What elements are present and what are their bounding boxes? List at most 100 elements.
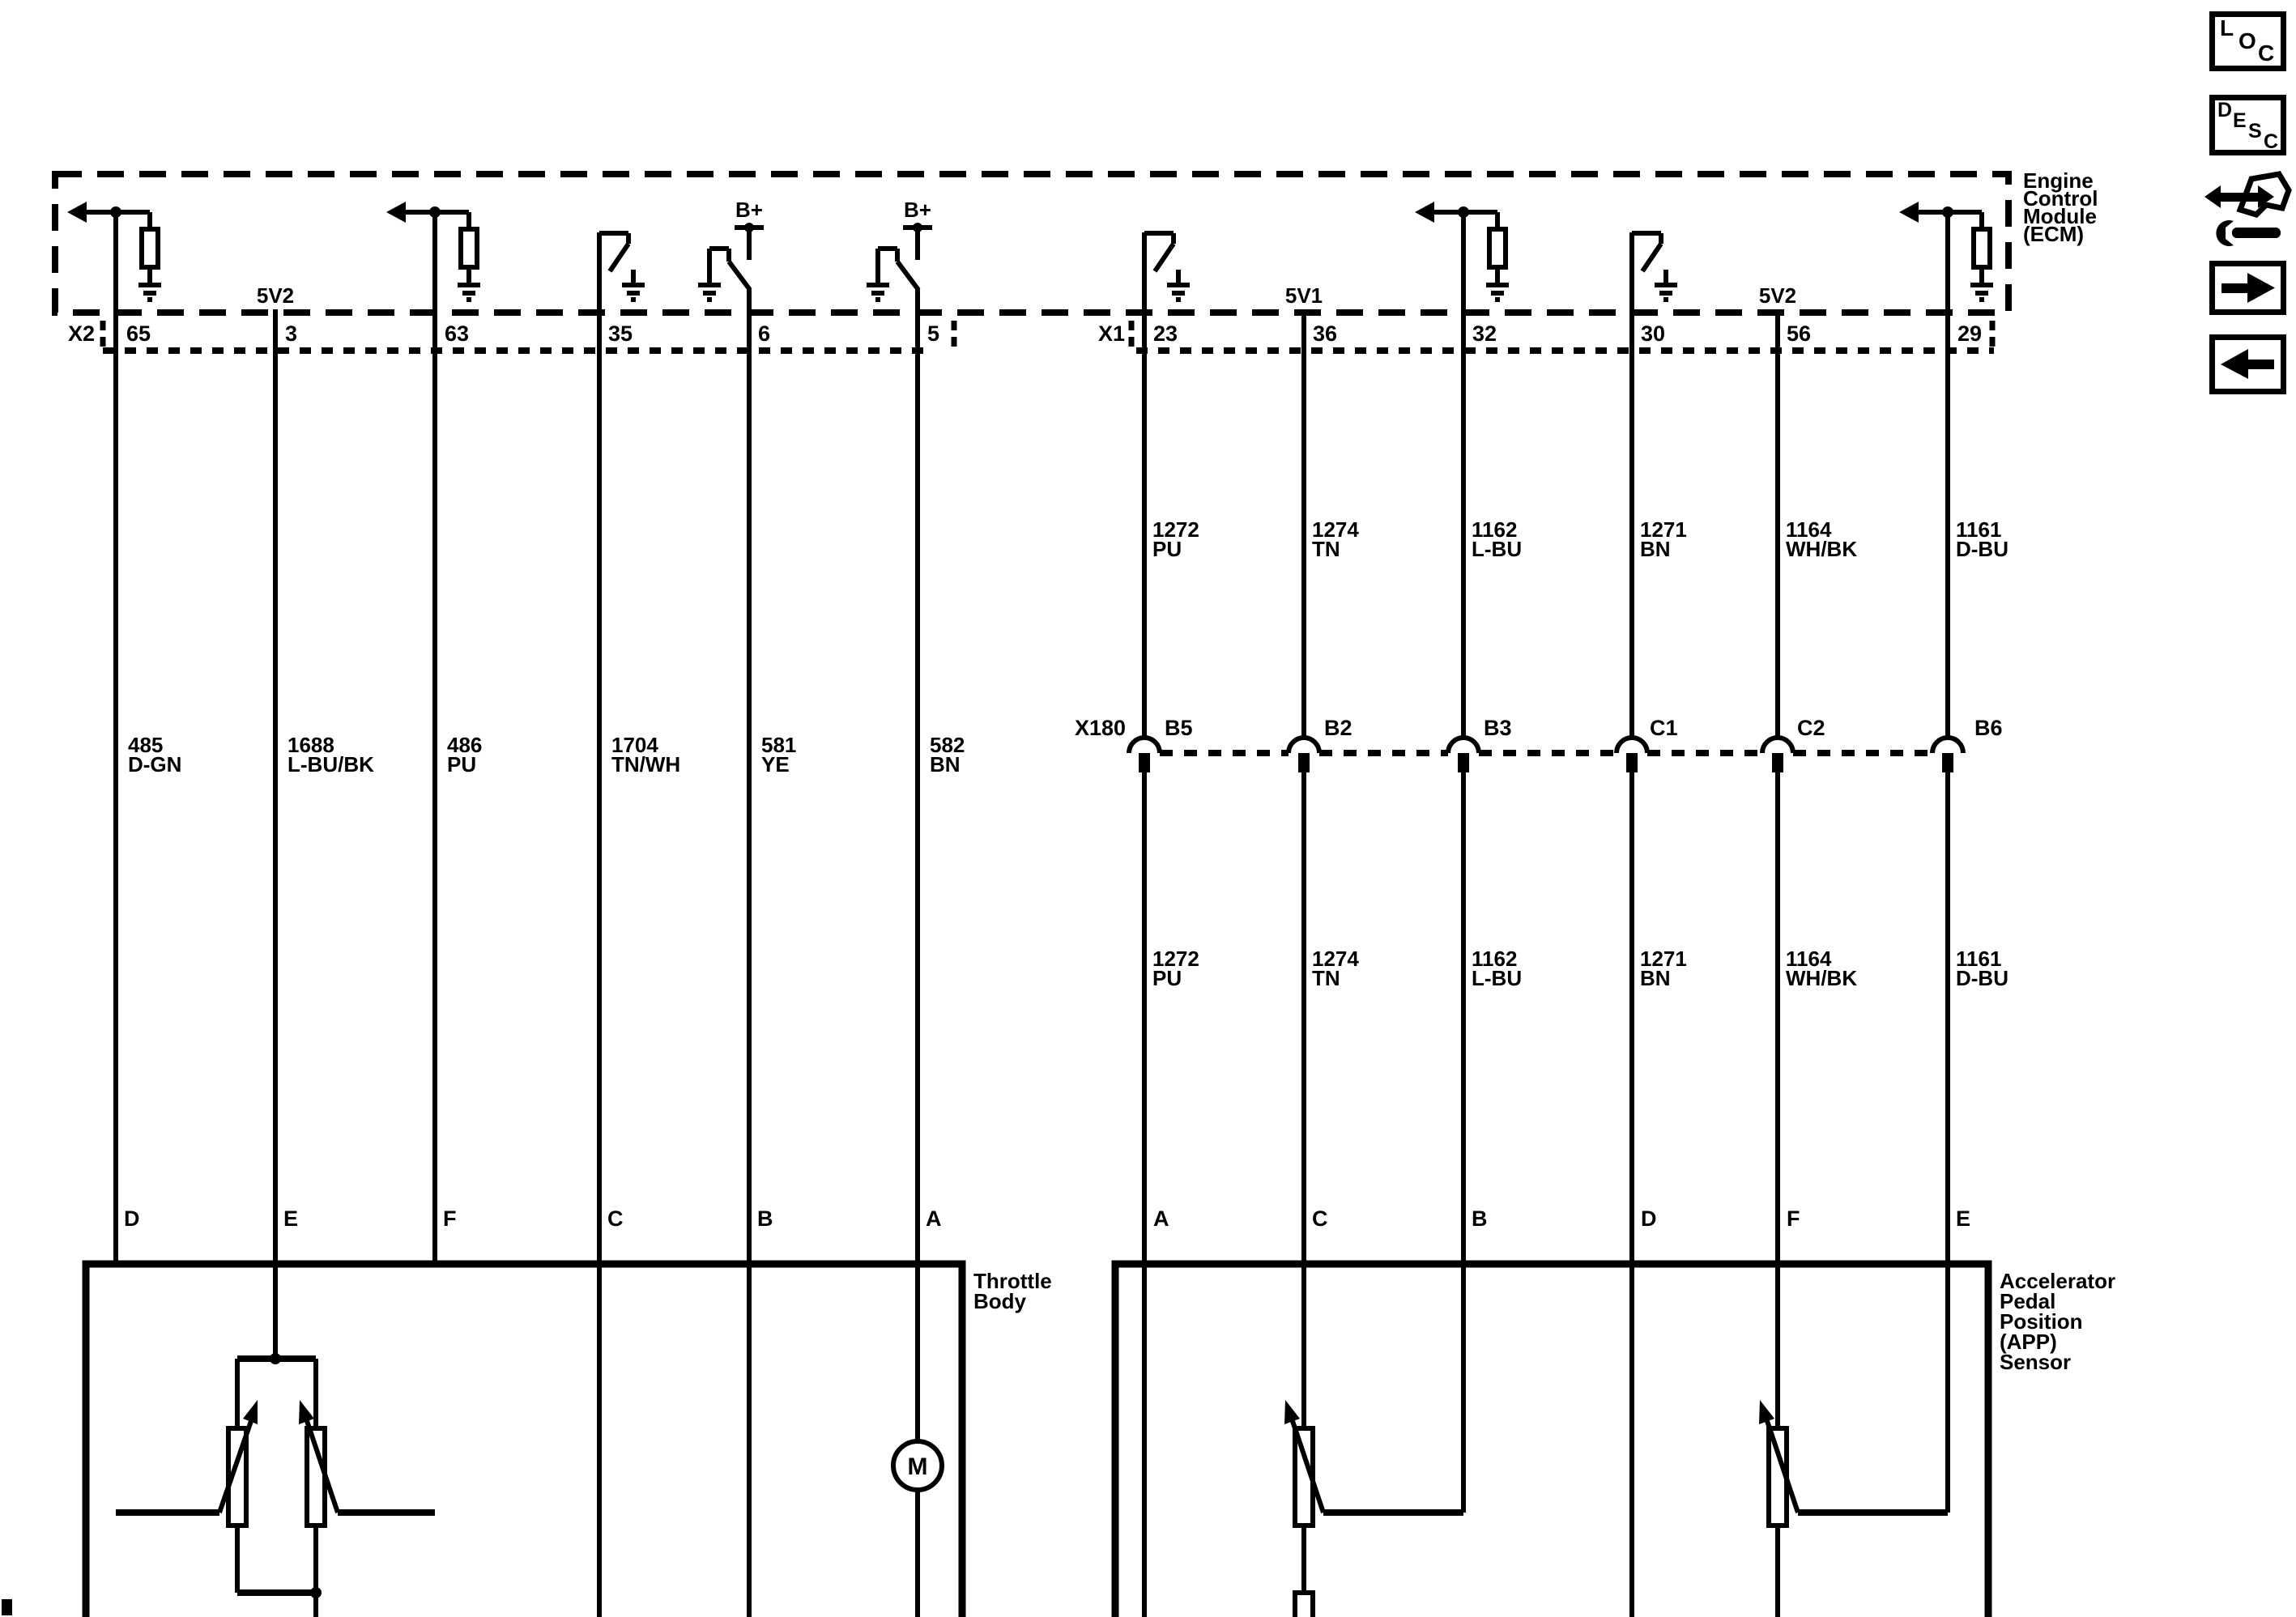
wiper-arrow-icon: [299, 1400, 314, 1424]
page-edge-mark: [2, 1599, 12, 1615]
signal-arrow-icon: [67, 202, 87, 223]
pin-number: 3: [285, 321, 298, 346]
ecm-switch-pin30: [1632, 231, 1677, 302]
ecm-bplus-switch-pin6: [698, 223, 764, 302]
ecm-name: Engine Control Module (ECM): [2023, 168, 2098, 246]
wrench-icon: [2216, 220, 2234, 246]
pin-number: 63: [445, 321, 470, 346]
tb-pin: D: [124, 1206, 140, 1231]
switch-icon: [1632, 231, 1663, 273]
app-pin: B: [1472, 1206, 1488, 1231]
ground-icon: [1167, 270, 1190, 302]
pin-number: 56: [1787, 321, 1812, 346]
ground-icon: [1486, 267, 1509, 302]
throttle-body-outline: [82, 1260, 966, 1617]
throttle-body-name: Throttle Body: [973, 1269, 1052, 1313]
ref-5v2-label: 5V2: [256, 283, 295, 308]
pin-number: 23: [1153, 321, 1178, 346]
ref-5v2-label: 5V2: [1758, 283, 1797, 308]
pin-number: 5: [927, 321, 940, 346]
switch-icon: [599, 231, 631, 273]
connector-x2-label: X2: [68, 321, 96, 346]
circuit-wires: [113, 212, 1950, 1617]
arrow-left-icon: [2221, 349, 2274, 379]
pin-number: 35: [608, 321, 633, 346]
x180-pin: C1: [1650, 716, 1678, 740]
app-sensor-name: Accelerator Pedal Position (APP) Sensor: [2000, 1269, 2116, 1374]
tb-pin: F: [443, 1206, 457, 1231]
app1-series-resistor-icon: [1293, 1590, 1315, 1617]
app-pin: C: [1312, 1206, 1328, 1231]
app-pin: F: [1787, 1206, 1800, 1231]
vehicle-wiring-nav-icon[interactable]: [2204, 171, 2292, 249]
switch-icon: [709, 246, 752, 291]
loc-button[interactable]: L O C: [2209, 11, 2286, 71]
tb-pin: A: [926, 1206, 942, 1231]
switch-icon: [878, 246, 921, 291]
resistor-icon: [139, 227, 160, 270]
wiper-arrow-icon: [1284, 1400, 1300, 1424]
next-page-button[interactable]: [2209, 261, 2286, 315]
arrow-right-icon: [2221, 273, 2275, 303]
ecm-dashed-box: [52, 171, 2012, 316]
tb-pin: E: [283, 1206, 299, 1231]
back-page-button[interactable]: [2209, 334, 2286, 394]
x180-pin: B5: [1165, 716, 1193, 740]
signal-arrow-icon: [1899, 202, 1919, 223]
ecm-enclosure: [52, 171, 2012, 354]
wiper-arrow-icon: [1759, 1400, 1774, 1424]
x180-connector: [1127, 735, 1966, 772]
x180-pin: B3: [1484, 716, 1512, 740]
pin-number: 29: [1957, 321, 1983, 346]
connector-x1-label: X1: [1098, 321, 1126, 346]
app-sensor-box: [1111, 1260, 1992, 1617]
connector-socket-icons: [1127, 735, 1966, 754]
resistor-icon: [1487, 227, 1508, 270]
car-outline-icon: [2236, 171, 2292, 218]
ecm-switch-pin35: [599, 231, 645, 302]
pin-number: 65: [126, 321, 151, 346]
ground-icon: [138, 267, 161, 302]
ground-icon: [1655, 270, 1677, 302]
wiper-arrow-icon: [243, 1400, 258, 1424]
ground-icon: [867, 249, 889, 302]
app-pin: A: [1153, 1206, 1169, 1231]
ecm-switch-pin23: [1144, 231, 1190, 302]
resistor-icon: [458, 227, 479, 270]
ecm-bplus-switch-pin5: [867, 223, 932, 302]
app-pin: E: [1956, 1206, 1971, 1231]
pin-number: 6: [758, 321, 771, 346]
ground-icon: [458, 267, 480, 302]
app-sensor-outline: [1111, 1260, 1992, 1617]
pin-number: 32: [1472, 321, 1497, 346]
desc-button[interactable]: D E S C: [2209, 95, 2286, 155]
app-pin: D: [1641, 1206, 1657, 1231]
switch-icon: [1144, 231, 1176, 273]
signal-arrow-icon: [386, 202, 406, 223]
ground-icon: [1970, 267, 1993, 302]
tb-pin: B: [757, 1206, 773, 1231]
ground-icon: [698, 249, 721, 302]
x180-pin: B2: [1324, 716, 1352, 740]
x180-pin: C2: [1797, 716, 1825, 740]
motor-letter: M: [908, 1453, 928, 1480]
bplus-label: B+: [735, 198, 763, 222]
